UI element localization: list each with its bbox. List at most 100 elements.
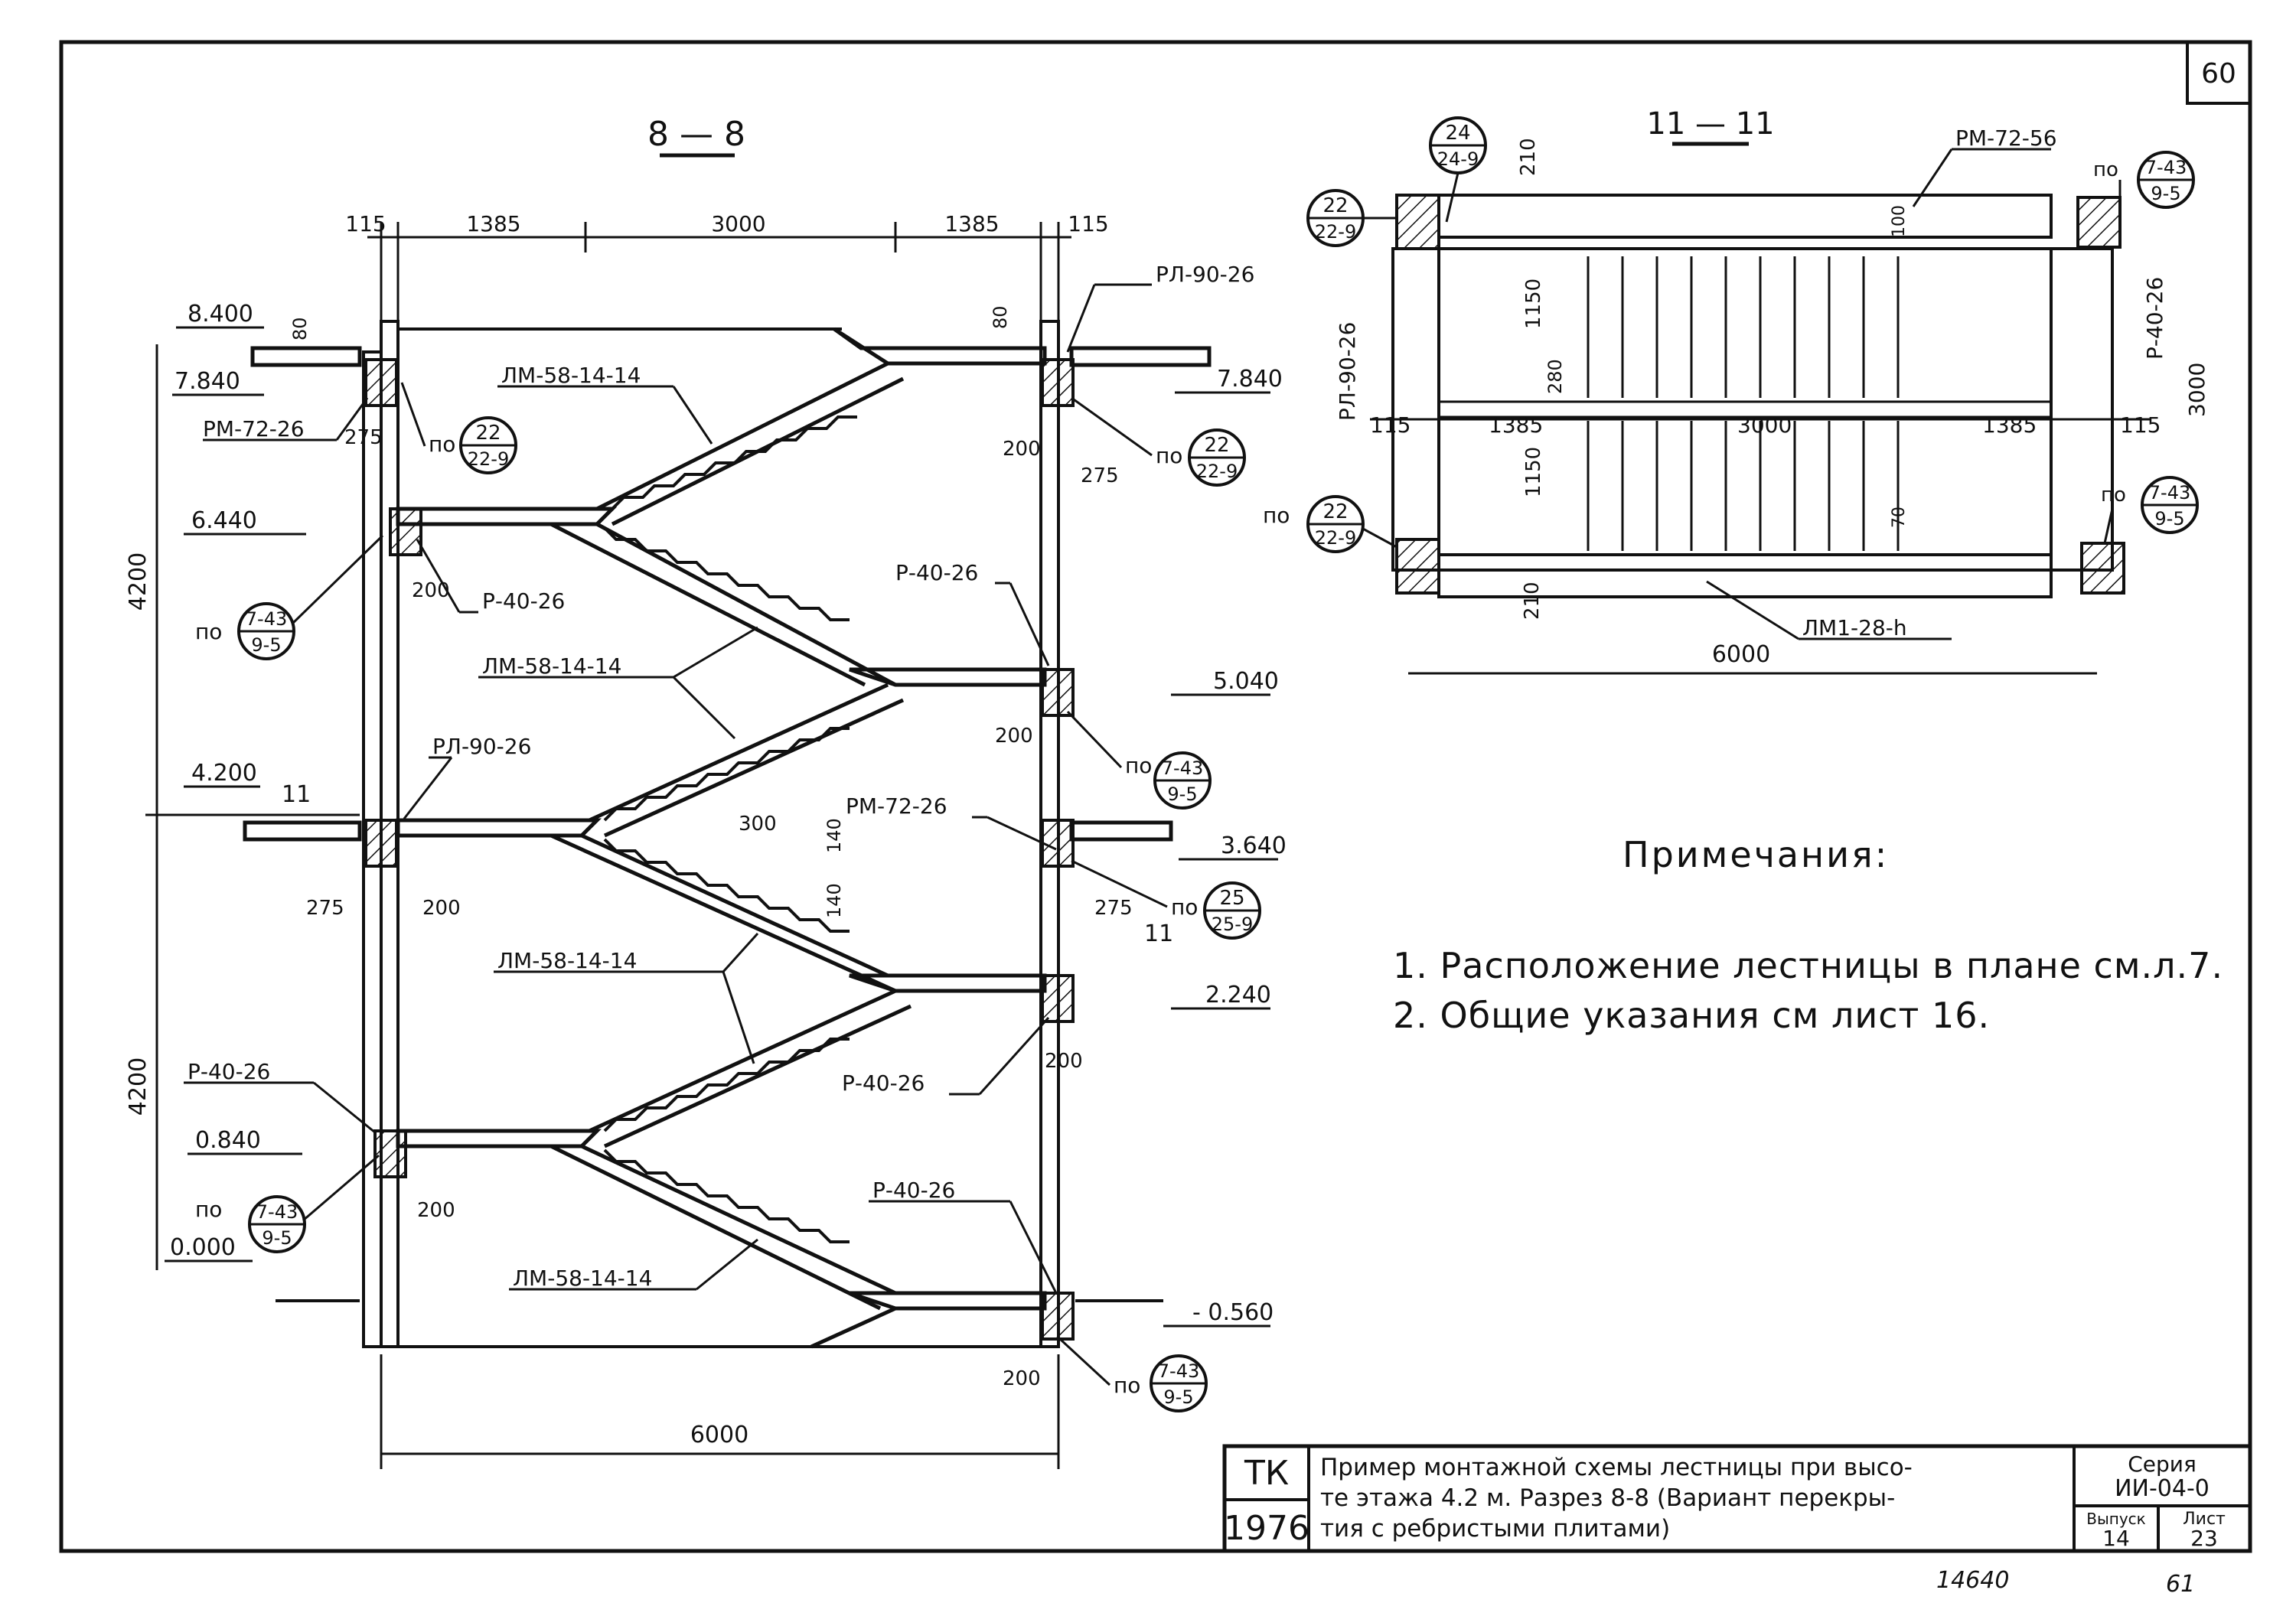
level-3-640: 3.640 [1221,832,1287,859]
landing-right-1 [849,667,1047,687]
title-block-series-value: ИИ-04-0 [2115,1475,2210,1502]
svg-text:9-5: 9-5 [2154,508,2184,529]
plan-label-r-40-26: Р-40-26 [2142,277,2167,360]
svg-text:по: по [2093,158,2118,181]
plan-dim-210-bottom: 210 [1521,582,1544,620]
title-block-sheet-label: Лист [2183,1510,2226,1529]
plan-treads [1587,256,1900,551]
callout-22-22-9-right: по 22 22-9 [1071,396,1246,487]
stair-flights [550,361,912,1349]
svg-text:7-43: 7-43 [256,1201,298,1223]
note-item-1: 1. Расположение лестницы в плане см.л.7. [1393,945,2224,986]
title-block-tk: ТК [1244,1454,1289,1493]
dim-200-e: 200 [1045,1050,1083,1073]
section-11-11: 11 — 11 210 1150 280 [1263,106,2210,675]
label-lm-58-14-14-d: ЛМ-58-14-14 [513,1266,652,1291]
section-8-8: 8 — 8 115 1385 3000 1385 115 [125,115,1287,1469]
svg-text:9-5: 9-5 [2151,183,2180,204]
slab-top-right [1069,346,1212,367]
dim-top-115-left: 115 [345,211,386,236]
svg-text:по: по [195,1197,222,1222]
dim-200-a: 200 [412,579,450,602]
footer-archive-number: 14640 [1936,1567,2009,1594]
section-11-title: 11 — 11 [1646,106,1774,142]
level-7-840-left: 7.840 [174,368,240,395]
beam-3 [389,507,422,556]
plan-dim-70: 70 [1890,507,1909,528]
dim-200-g: 200 [1003,1367,1041,1390]
sheet-frame [59,40,2252,1553]
callout-22-22-9-left: по 22 22-9 [400,382,517,474]
svg-text:по: по [1125,753,1152,778]
svg-text:по: по [1263,503,1290,528]
label-r-40-26-left-2: Р-40-26 [188,1059,270,1084]
dim-80-right: 80 [990,305,1011,329]
svg-text:22-9: 22-9 [1315,221,1356,243]
callout-7-43-9-5-a: по 7-43 9-5 [195,534,384,660]
svg-text:22: 22 [1204,434,1229,457]
plan-dim-1150-a: 1150 [1522,279,1545,329]
label-lm-58-14-14-b: ЛМ-58-14-14 [482,653,621,679]
label-lm-58-14-14-a: ЛМ-58-14-14 [501,363,641,388]
svg-text:7-43: 7-43 [1158,1360,1199,1382]
level-8-400: 8.400 [188,301,253,327]
slab-mid-left [243,820,362,842]
plan-callout-7-43-9-5-bottom: по 7-43 9-5 [2101,476,2199,544]
beam-2 [1041,358,1075,407]
dim-140-a: 140 [823,818,845,853]
dim-275-b: 275 [1081,464,1119,487]
label-rl-90-26-mid: РЛ-90-26 [432,734,531,759]
landing-left-2 [396,818,602,838]
level-7-840-right: 7.840 [1217,366,1283,393]
landing-top-right [833,327,1047,366]
dim-80-left: 80 [289,317,311,340]
plan-callout-22-22-9-bottom: по 22 22-9 [1263,495,1397,553]
label-lm-58-14-14-c: ЛМ-58-14-14 [497,948,637,973]
dim-top-3000: 3000 [711,211,765,236]
level-5-040: 5.040 [1213,668,1279,695]
cut-mark-11-right: 11 [1144,920,1173,947]
landing-left-1 [396,507,618,526]
svg-text:22-9: 22-9 [1196,461,1238,482]
dim-200-d: 200 [995,725,1033,748]
plan-label-rl-90-26: РЛ-90-26 [1335,322,1360,421]
column-bottom-right [2080,542,2125,595]
plan-dim-3000: 3000 [1737,412,1792,438]
column-top-left [1395,194,1440,250]
dim-top-115-right: 115 [1068,211,1108,236]
svg-text:25: 25 [1219,887,1244,910]
title-block-issue-value: 14 [2102,1526,2130,1551]
plan-dim-6000: 6000 [1712,641,1770,668]
dim-200-f: 200 [417,1199,455,1222]
svg-text:7-43: 7-43 [2145,157,2187,178]
sheet-number-box [2186,41,2252,105]
level-2-240: 2.240 [1205,982,1271,1008]
plan-dim-1385-right: 1385 [1982,412,2037,438]
beam-8 [373,1129,407,1178]
title-block-line-3: тия с ребристыми плитами) [1320,1515,1670,1543]
callout-7-43-9-5-c: по 7-43 9-5 [195,1154,380,1253]
title-block: ТК 1976 Пример монтажной схемы лестницы … [1222,1444,2252,1553]
sheet-number: 60 [2201,58,2236,90]
plan-dim-115-left: 115 [1370,412,1411,438]
svg-text:по: по [1156,443,1182,468]
callout-7-43-9-5-b: по 7-43 9-5 [1066,710,1212,810]
label-rm-72-26-mid: РМ-72-26 [846,793,947,819]
svg-text:по: по [1171,894,1198,920]
plan-callout-24-24-9: 24 24-9 [1429,116,1487,223]
plan-dim-1385-left: 1385 [1489,412,1543,438]
svg-text:7-43: 7-43 [2149,482,2190,503]
plan-dim-3000-vertical: 3000 [2184,363,2210,417]
dim-200-b: 200 [1003,438,1041,461]
svg-text:7-43: 7-43 [1162,758,1203,779]
title-block-series-label: Серия [2128,1451,2197,1477]
title-block-issue-label: Выпуск [2086,1510,2146,1528]
landing-left-3 [396,1129,602,1148]
plan-dim-100: 100 [1890,205,1909,237]
plan-dim-1150-b: 1150 [1522,447,1545,497]
dim-275-c: 275 [306,897,344,920]
svg-text:22-9: 22-9 [468,448,509,470]
footer-page-number: 61 [2166,1571,2195,1598]
dim-140-b: 140 [823,883,845,918]
